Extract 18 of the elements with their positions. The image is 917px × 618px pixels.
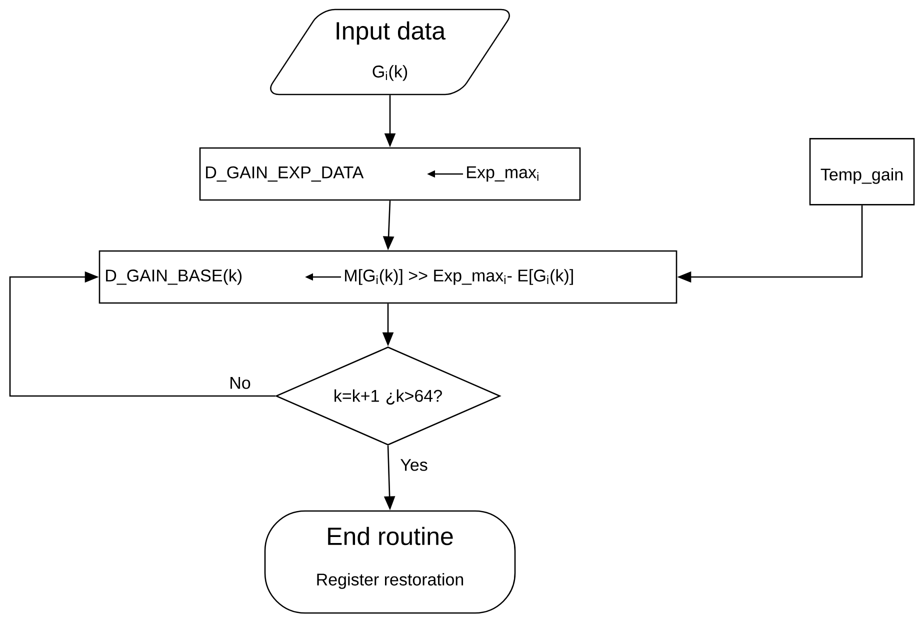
node-text: Input data: [336, 21, 446, 45]
process-box: [98, 250, 678, 304]
node-text: D_GAIN_BASE(k): [106, 269, 242, 285]
database-cylinder: [809, 138, 915, 206]
node-text: M[G$_{i}$(k)] >> Exp_max$_{i}$- E[G$_{i}$(k)]: [345, 269, 573, 285]
edge-label: No: [228, 376, 252, 390]
terminal-box: [264, 510, 516, 614]
input-parallelogram: [270, 8, 510, 96]
edge-label: Yes: [399, 458, 429, 472]
node-text: G$_{i}$(k): [372, 65, 408, 81]
node-text: Temp_gain: [820, 168, 902, 184]
node-text: Exp_max$_{i}$: [467, 166, 538, 182]
node-text: k=k+1 ¿k>64?: [334, 389, 442, 405]
node-text: End routine: [328, 526, 453, 546]
node-text: Register restoration: [317, 573, 464, 589]
node-text: D_GAIN_EXP_DATA: [206, 166, 364, 182]
arrow: [9, 271, 276, 397]
process-box: [199, 147, 581, 201]
